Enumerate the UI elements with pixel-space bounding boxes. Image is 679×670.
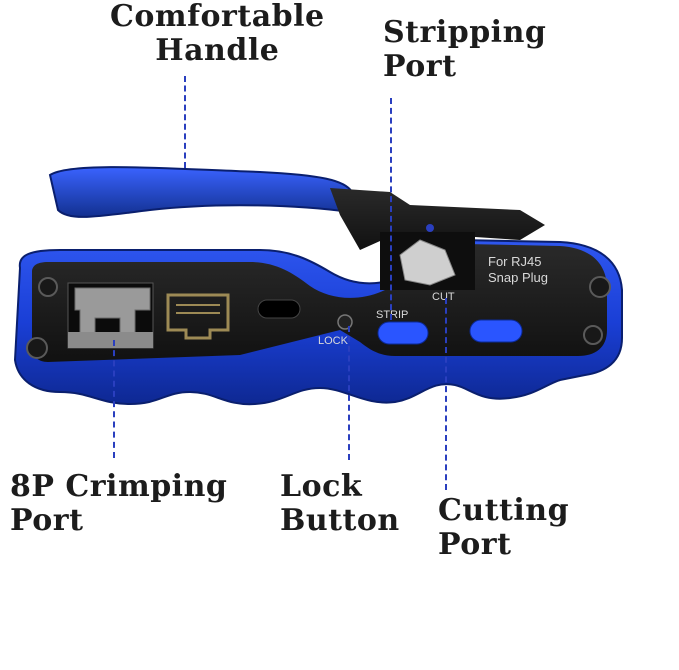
upper-handle-grip <box>48 166 354 218</box>
callout-lock-line2: Button <box>280 503 400 538</box>
callout-handle-line1: Comfortable <box>110 0 325 34</box>
crimp-die-base <box>68 332 153 348</box>
callout-stripping-line2: Port <box>383 49 457 84</box>
engraving-strip: STRIP <box>376 309 408 321</box>
engraving-model-line1: For RJ45 <box>488 254 541 269</box>
callout-cutting-line1: Cutting <box>438 493 570 528</box>
callout-lock-line1: Lock <box>280 469 363 504</box>
lock-button-knob <box>337 314 353 330</box>
stripping-leader-line <box>390 98 392 320</box>
cutting-leader-line <box>445 298 447 490</box>
callout-crimping-line2: Port <box>10 503 84 538</box>
cut-button <box>469 319 523 343</box>
callout-cutting-line2: Port <box>438 527 512 562</box>
handle-leader-line <box>184 76 186 168</box>
callout-comfortable-handle: Comfortable Handle <box>110 0 325 68</box>
crimping-leader-line <box>113 340 115 458</box>
callout-lock-button: Lock Button <box>280 470 400 538</box>
engraving-lock: LOCK <box>318 335 349 347</box>
crimp-die-insert <box>74 287 151 341</box>
engraving-cut: CUT <box>432 291 455 303</box>
callout-crimping-line1: 8P Crimping <box>10 469 228 504</box>
callout-handle-line2: Handle <box>155 33 280 68</box>
slide-slot <box>257 299 301 319</box>
strip-button <box>377 321 429 345</box>
rj45-engraving <box>166 293 230 340</box>
callout-8p-crimping-port: 8P Crimping Port <box>10 470 227 538</box>
cutting-blade <box>399 239 456 286</box>
callout-stripping-line1: Stripping <box>383 15 547 50</box>
lock-leader-line <box>348 326 350 460</box>
engraving-model-line2: Snap Plug <box>488 270 548 285</box>
callout-cutting-port: Cutting Port <box>438 494 569 562</box>
callout-stripping-port: Stripping Port <box>383 16 546 84</box>
